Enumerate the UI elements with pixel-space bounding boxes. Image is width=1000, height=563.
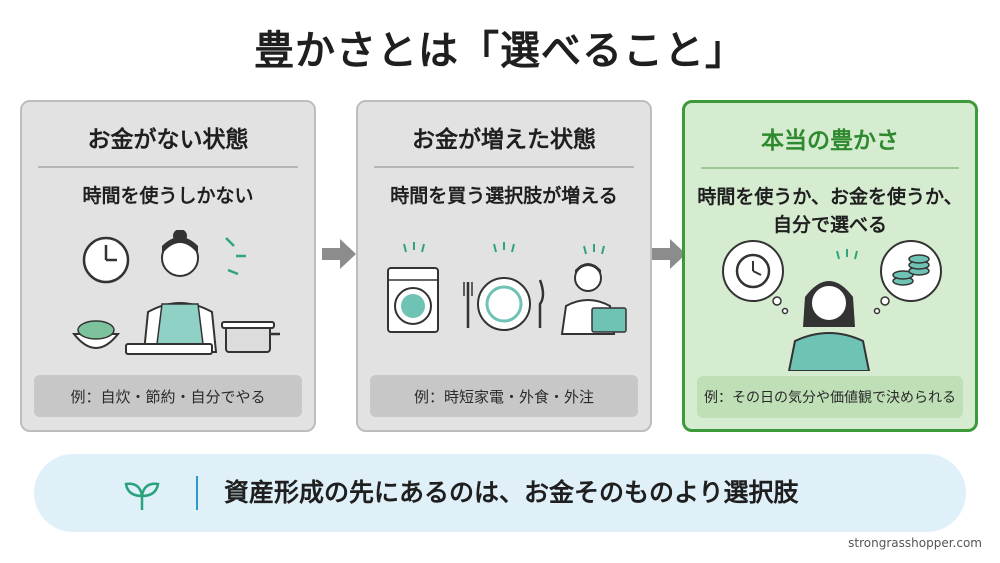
sprout-icon: [124, 482, 160, 510]
person-laptop-icon: [560, 244, 627, 335]
card-title: お金がない状態: [87, 127, 249, 153]
right-arrow-icon: [322, 239, 356, 269]
example-box: 例：時短家電・外食・外注: [370, 375, 638, 417]
card-title: お金が増えた状態: [412, 127, 596, 153]
choice-illustration: [722, 240, 942, 371]
cutting-board-icon: [125, 343, 213, 355]
divider: [374, 166, 634, 168]
time-saving-illustration: [387, 242, 627, 335]
card-more-money: お金が増えた状態 時間を買う選択肢が増える: [356, 100, 652, 432]
conclusion-banner: 資産形成の先にあるのは、お金そのものより選択肢: [34, 454, 966, 532]
divider: [701, 167, 959, 169]
clock-icon: [82, 236, 130, 284]
right-arrow-icon: [652, 239, 686, 269]
card-no-money: お金がない状態 時間を使うしかない: [20, 100, 316, 432]
woman-cooking-icon: [142, 230, 218, 353]
example-box: 例：その日の気分や価値観で決められる: [697, 376, 963, 418]
card-subtitle-line1: 時間を使うか、お金を使うか、: [697, 186, 963, 208]
coins-thought-icon: [873, 240, 942, 315]
cooking-illustration: [71, 230, 280, 355]
vegetable-bowl-icon: [71, 320, 121, 349]
card-true-wealth: 本当の豊かさ 時間を使うか、お金を使うか、 自分で選べる: [682, 100, 978, 432]
pot-icon: [221, 321, 280, 353]
banner-divider: [196, 476, 198, 510]
page-title: 豊かさとは「選べること」: [254, 28, 746, 74]
clock-thought-icon: [722, 240, 789, 315]
banner-text: 資産形成の先にあるのは、お金そのものより選択肢: [224, 478, 799, 507]
washing-machine-icon: [387, 242, 439, 333]
card-subtitle: 時間を使うしかない: [82, 185, 254, 207]
card-title: 本当の豊かさ: [761, 128, 899, 154]
example-box: 例：自炊・節約・自分でやる: [34, 375, 302, 417]
watermark: strongrasshopper.com: [848, 536, 982, 550]
divider: [38, 166, 298, 168]
card-subtitle: 時間を買う選択肢が増える: [390, 185, 618, 207]
card-subtitle-line2: 自分で選べる: [772, 214, 887, 236]
card-subtitle: 時間を使うか、お金を使うか、 自分で選べる: [693, 183, 967, 239]
sparkle-lines: [225, 237, 246, 276]
woman-thinking-icon: [787, 249, 871, 371]
plate-fork-knife-icon: [463, 242, 545, 331]
